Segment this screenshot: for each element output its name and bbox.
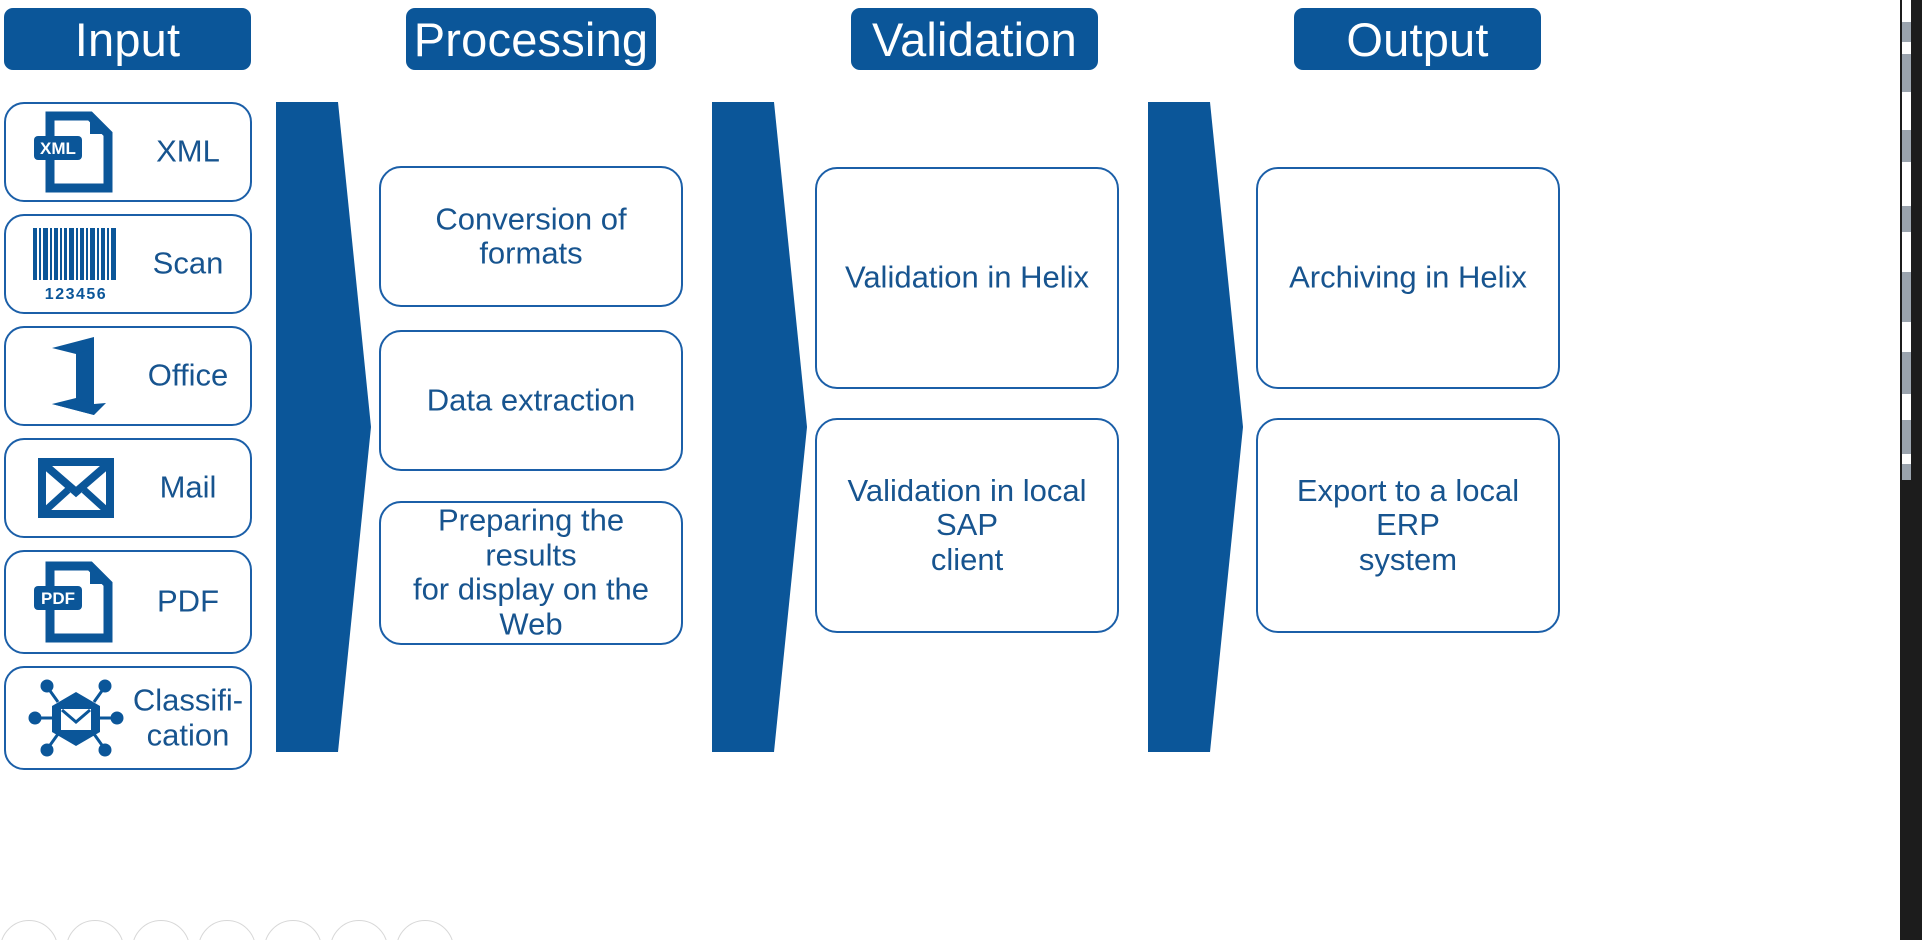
input-item-pdf-label: PDF xyxy=(157,583,219,619)
decorative-circle-row xyxy=(0,920,520,940)
input-item-office-label: Office xyxy=(147,357,229,393)
column-header-output-label: Output xyxy=(1346,12,1489,66)
edge-segment xyxy=(1902,162,1911,206)
arrow-validation-to-output xyxy=(1148,102,1243,752)
classification-network-icon xyxy=(28,676,124,760)
decorative-circle xyxy=(66,920,124,940)
validation-item-helix[interactable]: Validation in Helix xyxy=(815,167,1119,389)
decorative-circle xyxy=(132,920,190,940)
input-item-office[interactable]: Office xyxy=(4,326,252,426)
edge-segment xyxy=(1902,464,1911,480)
edge-segment xyxy=(1902,352,1911,394)
processing-item-preparing-results[interactable]: Preparing the results for display on the… xyxy=(379,501,683,645)
input-item-mail[interactable]: Mail xyxy=(4,438,252,538)
output-item-archiving-helix[interactable]: Archiving in Helix xyxy=(1256,167,1560,389)
edge-segment xyxy=(1902,272,1911,322)
input-item-classification-label: Classifi- cation xyxy=(132,682,244,752)
output-item-export-erp-label: Export to a local ERP system xyxy=(1296,472,1520,577)
envelope-icon xyxy=(28,446,124,530)
output-item-export-erp[interactable]: Export to a local ERP system xyxy=(1256,418,1560,633)
svg-text:123456: 123456 xyxy=(45,286,107,303)
edge-segment xyxy=(1902,0,1911,22)
input-item-xml[interactable]: XML XML xyxy=(4,102,252,202)
column-header-output: Output xyxy=(1294,8,1541,70)
column-header-processing-label: Processing xyxy=(413,12,649,66)
input-item-mail-label: Mail xyxy=(159,469,217,505)
column-header-processing: Processing xyxy=(406,8,656,70)
xml-file-icon: XML xyxy=(28,110,124,194)
svg-text:XML: XML xyxy=(40,139,76,158)
column-header-validation-label: Validation xyxy=(872,12,1077,66)
column-header-input: Input xyxy=(4,8,251,70)
office-icon xyxy=(28,334,124,418)
window-edge-strip xyxy=(1900,0,1922,940)
edge-segment xyxy=(1902,22,1911,42)
processing-item-conversion[interactable]: Conversion of formats xyxy=(379,166,683,307)
arrow-processing-to-validation xyxy=(712,102,807,752)
decorative-circle xyxy=(330,920,388,940)
input-item-scan[interactable]: 123456 Scan xyxy=(4,214,252,314)
edge-segment xyxy=(1902,130,1911,162)
processing-item-conversion-label: Conversion of formats xyxy=(435,200,627,271)
edge-segment xyxy=(1902,232,1911,272)
validation-item-local-sap-label: Validation in local SAP client xyxy=(847,472,1087,577)
decorative-circle xyxy=(0,920,58,940)
validation-item-local-sap[interactable]: Validation in local SAP client xyxy=(815,418,1119,633)
barcode-icon: 123456 xyxy=(28,222,124,306)
pdf-file-icon: PDF xyxy=(28,560,124,644)
input-item-classification[interactable]: Classifi- cation xyxy=(4,666,252,770)
edge-segment xyxy=(1902,42,1911,54)
edge-segment xyxy=(1902,206,1911,232)
svg-text:PDF: PDF xyxy=(41,589,75,608)
edge-segment xyxy=(1902,394,1911,420)
input-item-xml-label: XML xyxy=(156,133,220,169)
input-item-scan-label: Scan xyxy=(152,245,224,281)
processing-item-preparing-results-label: Preparing the results for display on the… xyxy=(412,502,650,642)
column-header-validation: Validation xyxy=(851,8,1098,70)
validation-item-helix-label: Validation in Helix xyxy=(844,259,1090,295)
edge-segment xyxy=(1902,92,1911,130)
decorative-circle xyxy=(198,920,256,940)
processing-item-data-extraction-label: Data extraction xyxy=(426,382,636,418)
arrow-input-to-processing xyxy=(276,102,371,752)
decorative-circle xyxy=(396,920,454,940)
input-item-pdf[interactable]: PDF PDF xyxy=(4,550,252,654)
edge-segment xyxy=(1902,420,1911,454)
edge-segment xyxy=(1902,54,1911,92)
output-item-archiving-helix-label: Archiving in Helix xyxy=(1289,259,1527,295)
edge-segment xyxy=(1902,454,1911,464)
edge-segment xyxy=(1902,322,1911,352)
processing-item-data-extraction[interactable]: Data extraction xyxy=(379,330,683,471)
column-header-input-label: Input xyxy=(74,12,181,66)
decorative-circle xyxy=(264,920,322,940)
